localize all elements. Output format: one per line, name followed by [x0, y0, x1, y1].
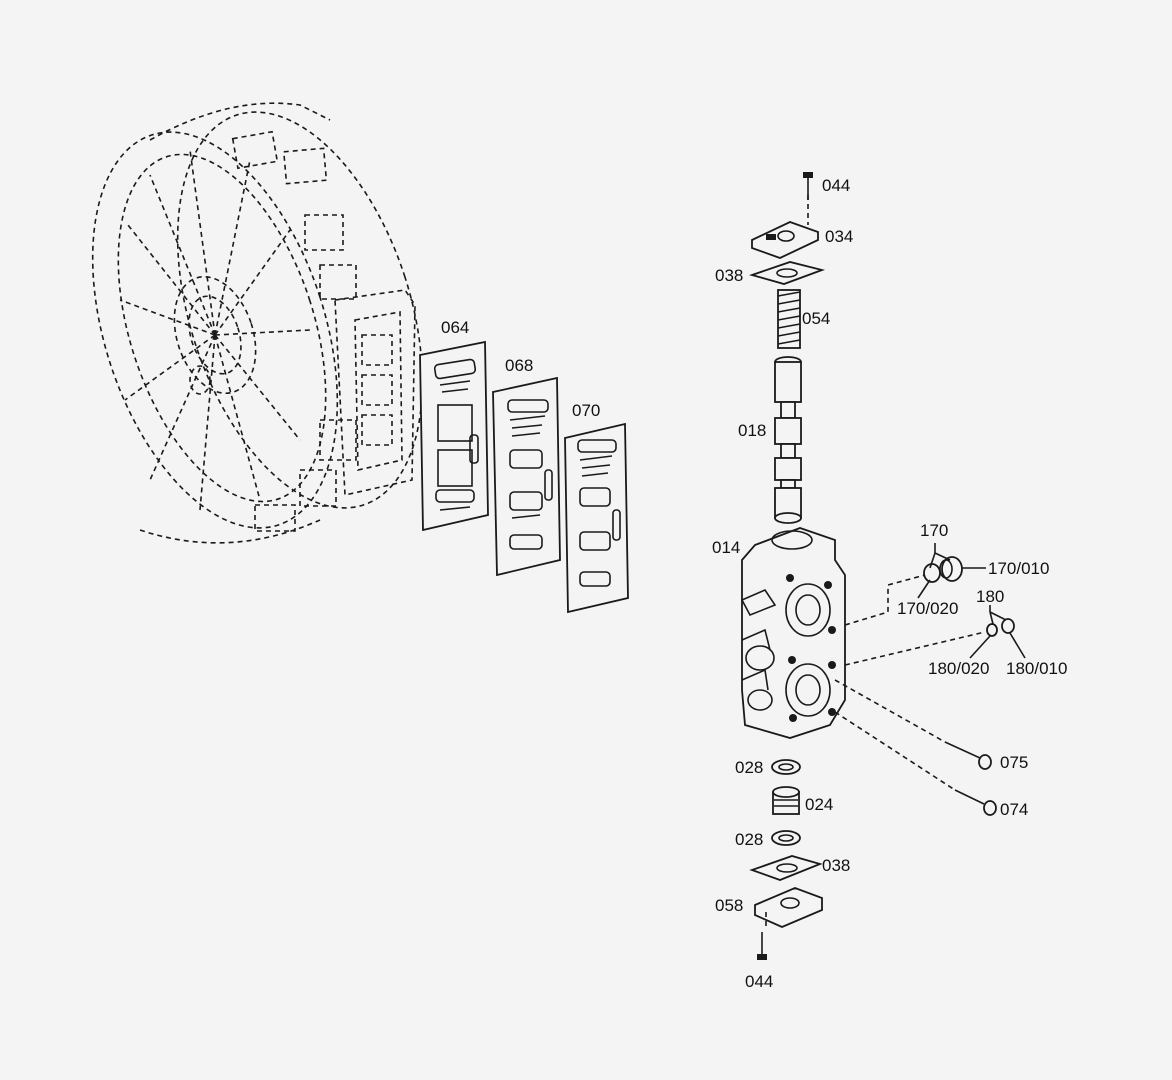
seal-028-top [771, 759, 801, 775]
gasket-038-top [748, 261, 826, 285]
bolt-075 [944, 741, 992, 770]
screw-044-top [803, 172, 813, 200]
part-labels: 064 068 070 044 034 038 054 018 014 170 … [441, 176, 1067, 991]
gasket-070 [564, 422, 629, 614]
label-170: 170 [920, 521, 948, 540]
label-018: 018 [738, 421, 766, 440]
valve-body-014 [740, 527, 846, 739]
label-070: 070 [572, 401, 600, 420]
cover-058 [754, 887, 823, 928]
label-074: 074 [1000, 800, 1028, 819]
gasket-038-bottom [749, 855, 823, 881]
bolt-leader-dashes [834, 679, 956, 791]
spring-054 [777, 289, 801, 349]
label-044-top: 044 [822, 176, 850, 195]
label-170-010: 170/010 [988, 559, 1049, 578]
label-038-top: 038 [715, 266, 743, 285]
bolt-074 [954, 789, 997, 816]
label-180: 180 [976, 587, 1004, 606]
gasket-064 [419, 340, 489, 532]
label-180-020: 180/020 [928, 659, 989, 678]
gasket-068 [492, 376, 561, 577]
cover-034 [751, 221, 819, 259]
label-028-bottom: 028 [735, 830, 763, 849]
label-028-top: 028 [735, 758, 763, 777]
label-034: 034 [825, 227, 853, 246]
label-058: 058 [715, 896, 743, 915]
label-038-bottom: 038 [822, 856, 850, 875]
label-170-020: 170/020 [897, 599, 958, 618]
screw-044-bottom [757, 932, 767, 960]
label-068: 068 [505, 356, 533, 375]
label-064: 064 [441, 318, 469, 337]
plug-170-010 [939, 556, 963, 582]
label-024: 024 [805, 795, 833, 814]
seal-170-020 [923, 563, 941, 583]
spool-018 [774, 356, 802, 524]
plug-024 [772, 786, 800, 815]
seal-028-bottom [771, 830, 801, 846]
label-054: 054 [802, 309, 830, 328]
plug-180-010 [1001, 618, 1015, 634]
label-180-010: 180/010 [1006, 659, 1067, 678]
label-075: 075 [1000, 753, 1028, 772]
label-014: 014 [712, 538, 740, 557]
seal-180-020 [986, 623, 998, 637]
label-leaders [917, 543, 1026, 659]
plug-leader-dashes [844, 574, 986, 666]
transmission-housing [91, 102, 424, 544]
label-044-bottom: 044 [745, 972, 773, 991]
